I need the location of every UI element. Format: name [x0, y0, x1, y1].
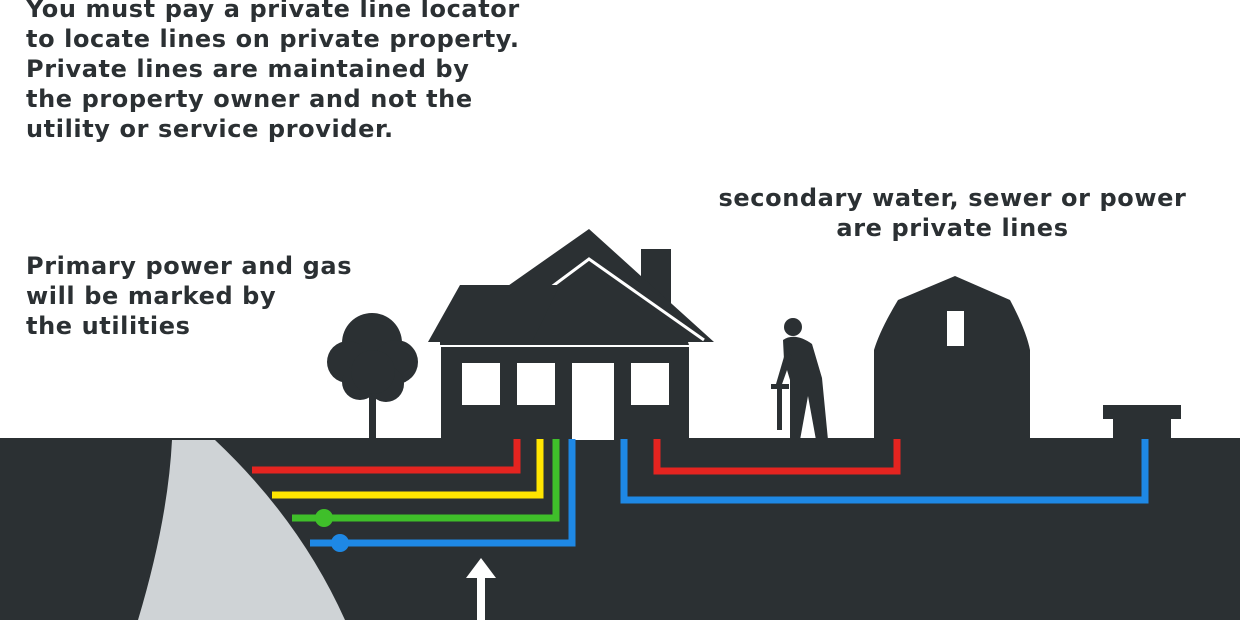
barn-icon: [874, 276, 1030, 440]
note-line: utility or service provider.: [26, 115, 394, 143]
note-line: are private lines: [836, 214, 1069, 242]
road: [138, 440, 345, 620]
water-line-secondary: [620, 439, 1149, 504]
barn-window: [947, 311, 964, 346]
private-locator-note: You must pay a private line locator to l…: [26, 0, 520, 144]
porch-roof: [428, 285, 560, 342]
note-line: You must pay a private line locator: [26, 0, 520, 23]
communication-line-marker: [315, 509, 333, 527]
secondary-lines-note: secondary water, sewer or power are priv…: [700, 183, 1205, 243]
note-line: Primary power and gas: [26, 252, 353, 280]
note-line: Private lines are maintained by: [26, 55, 470, 83]
note-line: will be marked by: [26, 282, 277, 310]
power-line-primary: [252, 439, 521, 474]
water-line-marker: [331, 534, 349, 552]
house-window-3: [631, 363, 669, 405]
house-window-2: [517, 363, 555, 405]
person-with-locator-icon: [771, 318, 828, 440]
gas-line-primary: [272, 439, 544, 499]
note-line: secondary water, sewer or power: [718, 184, 1187, 212]
house-window-1: [462, 363, 500, 405]
house-icon: [428, 229, 714, 440]
power-line-secondary: [653, 439, 901, 475]
note-line: to locate lines on private property.: [26, 25, 520, 53]
water-line-primary: [310, 439, 576, 547]
primary-lines-note: Primary power and gas will be marked by …: [26, 251, 352, 341]
house-door: [572, 363, 614, 440]
note-line: the property owner and not the: [26, 85, 473, 113]
tree-icon: [327, 313, 418, 440]
communication-line-primary: [292, 439, 560, 522]
note-line: the utilities: [26, 312, 191, 340]
up-arrow-icon: [466, 558, 496, 620]
meter-box-icon: [1103, 405, 1181, 440]
